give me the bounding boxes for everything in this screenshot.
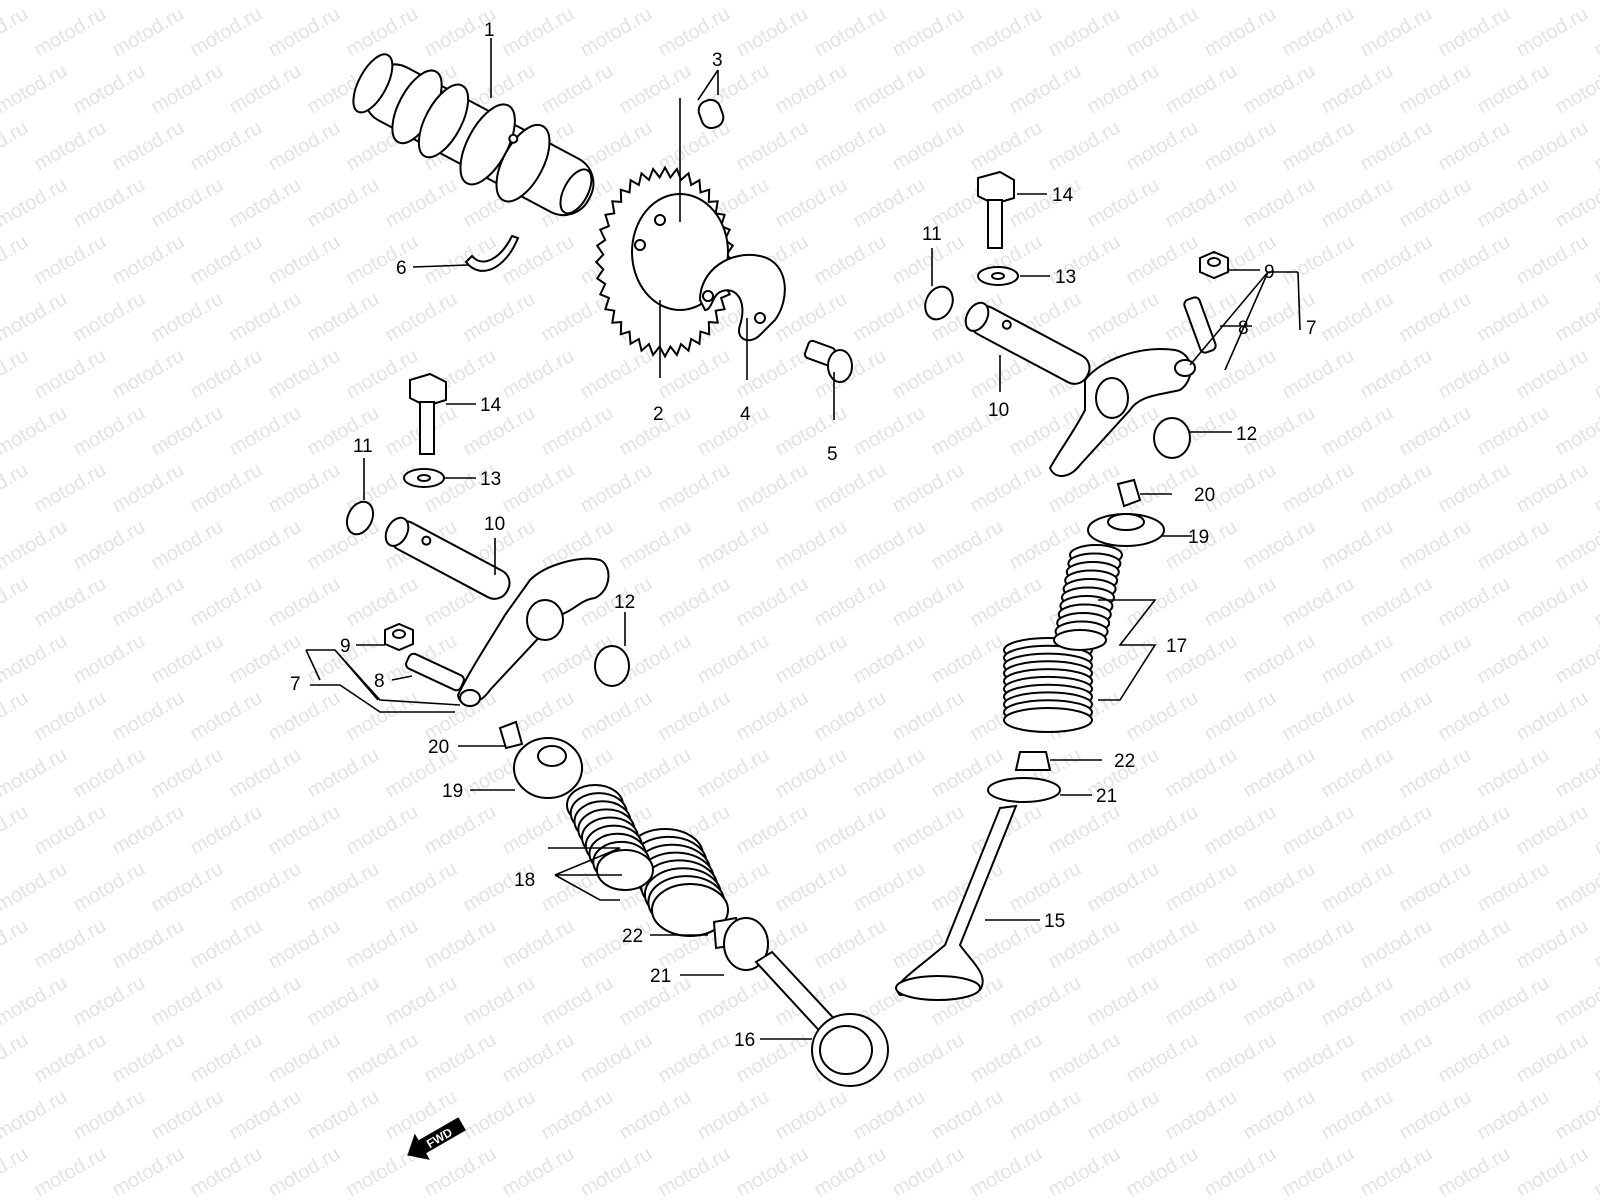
callout-13-lower: 13 [480, 469, 501, 490]
callout-labels: 1 2 3 4 5 6 14 13 11 10 9 8 7 12 20 19 1… [290, 20, 1317, 1051]
callout-5: 5 [827, 444, 838, 465]
callout-8-upper: 8 [1238, 318, 1249, 339]
bolt-5 [803, 339, 853, 383]
callout-14-lower: 14 [480, 395, 502, 416]
rocker-shaft-left [384, 516, 511, 600]
callout-10-upper: 10 [988, 400, 1009, 421]
callout-15: 15 [1044, 911, 1065, 932]
valve-cotter-left [498, 720, 524, 750]
callout-4: 4 [740, 404, 751, 425]
exhaust-valve [895, 804, 1018, 1001]
adjust-screw-left [405, 652, 465, 692]
o-ring-left [345, 500, 375, 536]
o-ring-right [924, 285, 954, 321]
callout-22-upper: 22 [1114, 751, 1135, 772]
rocker-arm-right [1048, 348, 1196, 477]
callout-2: 2 [653, 404, 664, 425]
callout-11-lower: 11 [353, 436, 373, 457]
callout-22-lower: 22 [622, 926, 643, 947]
rocker-shaft-right [964, 301, 1091, 385]
callout-17: 17 [1166, 636, 1187, 657]
callout-20-lower: 20 [428, 737, 449, 758]
washer-right [977, 266, 1019, 286]
spring-seat-left [723, 917, 769, 971]
callout-21-upper: 21 [1096, 786, 1117, 807]
callout-19-upper: 19 [1188, 527, 1209, 548]
cam-sprocket [594, 165, 736, 359]
callout-9-lower: 9 [340, 636, 351, 657]
callout-18: 18 [514, 870, 535, 891]
callout-3: 3 [712, 50, 723, 71]
callout-1: 1 [484, 20, 495, 41]
leader-lines [305, 38, 1301, 1040]
callout-16: 16 [734, 1030, 755, 1051]
callout-7-upper: 7 [1306, 318, 1317, 339]
stem-seal-right [1014, 751, 1052, 771]
rocker-arm-left [456, 557, 610, 707]
callout-19-lower: 19 [442, 781, 463, 802]
camshaft [352, 53, 595, 216]
sprocket-bracket [698, 253, 786, 342]
callout-12-upper: 12 [1236, 424, 1257, 445]
callout-10-lower: 10 [484, 514, 505, 535]
camshaft-clip [464, 234, 520, 272]
spring-seat-right [987, 777, 1061, 803]
washer-left [403, 468, 445, 488]
valve-cotter-right [1116, 478, 1142, 508]
spring-retainer-left [513, 737, 583, 799]
callout-9-upper: 9 [1264, 262, 1275, 283]
rocker-shaft-bolt-right [977, 170, 1015, 249]
outer-spring-coil [1003, 707, 1093, 733]
callout-14-upper: 14 [1052, 185, 1074, 206]
dowel-pin [697, 98, 725, 130]
inner-spring-coil [596, 849, 654, 891]
valve-springs-right [1003, 544, 1123, 733]
o-ring-12-left [594, 645, 630, 687]
lock-nut-left [384, 622, 414, 652]
callout-12-lower: 12 [614, 592, 635, 613]
adjust-screw-right [1183, 296, 1217, 354]
callout-8-lower: 8 [374, 671, 385, 692]
o-ring-12-right [1153, 417, 1191, 459]
callout-13-upper: 13 [1055, 267, 1076, 288]
callout-7-lower: 7 [290, 674, 301, 695]
inner-spring-coil [1053, 629, 1107, 651]
spring-retainer-right [1087, 513, 1165, 547]
callout-11-upper: 11 [922, 224, 942, 245]
callout-6: 6 [396, 258, 407, 279]
rocker-shaft-bolt-left [409, 372, 447, 455]
outer-spring-coil [651, 883, 729, 937]
fwd-arrow-icon: FWD [407, 1117, 466, 1160]
lock-nut-right [1199, 250, 1229, 280]
intake-valve [754, 950, 889, 1087]
callout-20-upper: 20 [1194, 485, 1215, 506]
callout-21-lower: 21 [650, 966, 671, 987]
valve-springs-left [566, 784, 729, 937]
